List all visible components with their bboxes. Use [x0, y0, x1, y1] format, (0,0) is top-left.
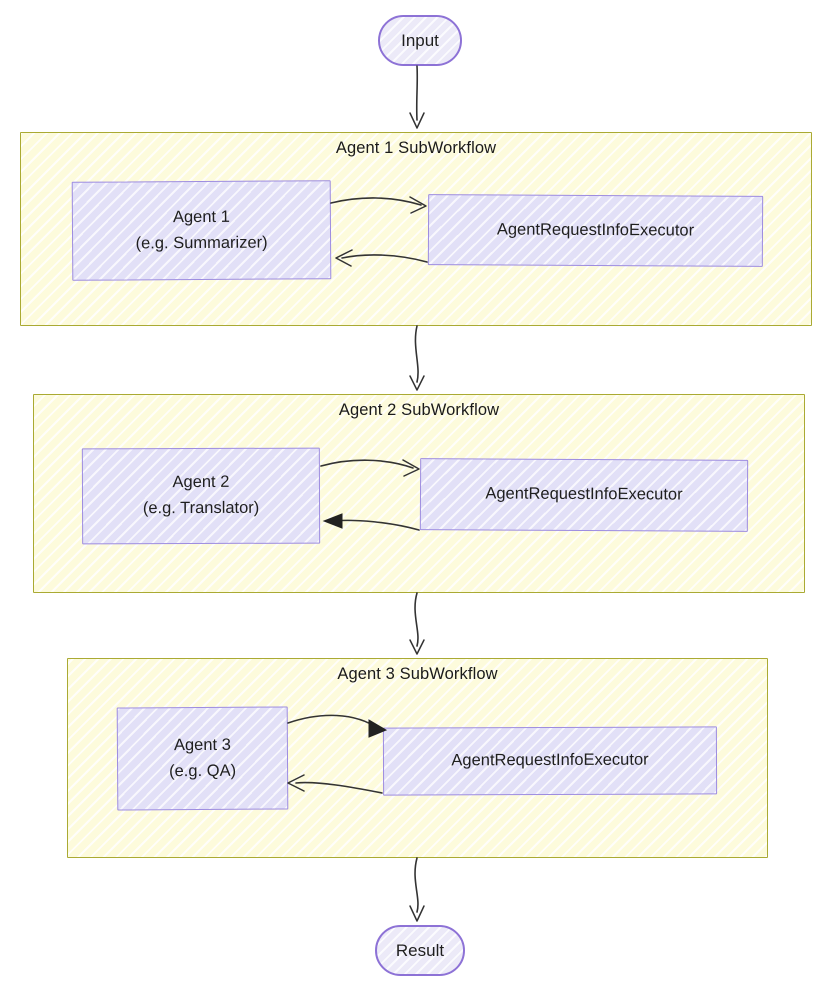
node-agent-3-line1: Agent 3 [173, 735, 231, 755]
subgraph-agent3-title: Agent 3 SubWorkflow [337, 665, 498, 683]
arrowhead-agent2-to-agent3 [409, 639, 425, 655]
subgraph-agent1-title: Agent 1 SubWorkflow [335, 139, 497, 157]
arrowhead-agent3-to-result [409, 905, 425, 922]
arrowhead-input-to-agent1 [409, 112, 425, 129]
node-result-label: Result [395, 940, 445, 960]
node-agent-3[interactable]: Agent 3 (e.g. QA) [116, 706, 289, 811]
node-result[interactable]: Result [375, 925, 465, 976]
arrowhead-agent1-to-agent2 [409, 375, 425, 391]
node-executor-2-label: AgentRequestInfoExecutor [485, 484, 683, 504]
node-agent-request-info-executor-3[interactable]: AgentRequestInfoExecutor [382, 726, 718, 796]
node-agent-request-info-executor-1[interactable]: AgentRequestInfoExecutor [427, 194, 764, 267]
node-agent-3-line2: (e.g. QA) [169, 761, 237, 780]
node-agent-1[interactable]: Agent 1 (e.g. Summarizer) [71, 180, 332, 281]
node-executor-3-label: AgentRequestInfoExecutor [451, 750, 649, 770]
edge-agent3-to-result [414, 857, 419, 913]
subgraph-agent2-title: Agent 2 SubWorkflow [338, 401, 500, 419]
node-executor-1-label: AgentRequestInfoExecutor [496, 220, 695, 240]
node-agent-1-line2: (e.g. Summarizer) [135, 233, 268, 252]
node-agent-2-line2: (e.g. Translator) [142, 498, 260, 518]
edge-agent1-to-agent2 [414, 325, 419, 383]
node-agent-2[interactable]: Agent 2 (e.g. Translator) [81, 447, 321, 545]
node-agent-2-line1: Agent 2 [172, 473, 230, 492]
edge-input-to-agent1 [415, 65, 419, 121]
node-agent-1-line1: Agent 1 [172, 207, 230, 227]
node-input[interactable]: Input [378, 15, 462, 66]
edge-agent2-to-agent3 [414, 592, 419, 647]
node-input-label: Input [401, 30, 439, 50]
node-agent-request-info-executor-2[interactable]: AgentRequestInfoExecutor [419, 458, 749, 532]
